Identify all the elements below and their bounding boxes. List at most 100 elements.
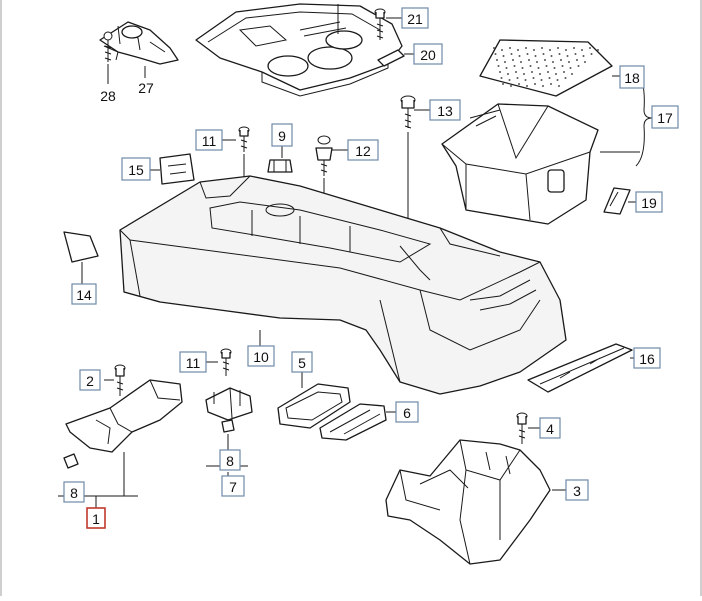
- callout-10[interactable]: 10: [247, 345, 275, 367]
- mat-texture-dot: [539, 73, 541, 75]
- mat-texture-dot: [563, 71, 565, 73]
- mat-texture-dot: [526, 85, 528, 87]
- shifter-bracket-part-27: [99, 21, 179, 65]
- callout-box[interactable]: [291, 351, 313, 373]
- callout-box[interactable]: [121, 157, 151, 181]
- callout-18[interactable]: 18: [619, 65, 645, 89]
- callout-box[interactable]: [413, 43, 443, 65]
- callout-box[interactable]: [347, 139, 379, 161]
- console-housing-part-10: [119, 175, 567, 395]
- callout-15[interactable]: 15: [121, 157, 151, 181]
- mat-texture-dot: [557, 47, 559, 49]
- mat-texture-dot: [508, 79, 511, 81]
- callout-box[interactable]: [219, 449, 241, 471]
- callout-20[interactable]: 20: [413, 43, 443, 65]
- mat-texture-dot: [518, 83, 520, 85]
- callout-box[interactable]: [63, 481, 85, 503]
- callout-1[interactable]: 1: [86, 507, 106, 529]
- callout-box[interactable]: [71, 283, 97, 305]
- callout-box[interactable]: [195, 129, 223, 151]
- callout-2[interactable]: 2: [79, 369, 101, 391]
- callout-3[interactable]: 3: [565, 479, 589, 501]
- mat-texture-dot: [548, 77, 551, 79]
- callout-12[interactable]: 12: [347, 139, 379, 161]
- mat-texture-dot: [502, 55, 505, 57]
- callout-21[interactable]: 21: [401, 7, 429, 29]
- callout-box[interactable]: [401, 7, 429, 29]
- callout-19[interactable]: 19: [635, 191, 663, 213]
- callout-number: 8: [226, 453, 234, 469]
- callout-8-b[interactable]: 8: [219, 449, 241, 471]
- mat-texture-dot: [571, 73, 573, 75]
- callout-number: 11: [202, 133, 217, 149]
- callout-number: 8: [70, 485, 78, 501]
- mat-texture-dot: [537, 67, 540, 69]
- mat-texture-dot: [528, 59, 530, 61]
- mat-texture-dot: [513, 65, 516, 67]
- mat-texture-dot: [520, 61, 522, 63]
- callout-17[interactable]: 17: [651, 105, 679, 129]
- trim-clip-part-20: [377, 49, 405, 67]
- mat-texture-dot: [549, 49, 551, 51]
- callout-number: 5: [298, 355, 306, 371]
- callout-box[interactable]: [539, 417, 561, 439]
- callout-6[interactable]: 6: [395, 401, 419, 423]
- part-label-27: 27: [138, 80, 154, 96]
- callout-box[interactable]: [221, 475, 245, 497]
- mat-texture-dot: [560, 59, 562, 61]
- callout-box[interactable]: [635, 191, 663, 213]
- callout-box[interactable]: [247, 345, 275, 367]
- callout-box[interactable]: [565, 479, 589, 501]
- mat-texture-dot: [509, 47, 511, 49]
- callout-box[interactable]: [86, 507, 106, 529]
- callout-8-a[interactable]: 8: [63, 481, 85, 503]
- callout-box[interactable]: [429, 99, 461, 121]
- callout-9[interactable]: 9: [271, 123, 293, 147]
- callout-number: 6: [403, 405, 411, 421]
- storage-mat-part-18: [479, 39, 613, 97]
- callout-number: 9: [278, 128, 286, 144]
- callout-number: 7: [229, 479, 237, 495]
- mounting-bracket-part-7: [205, 387, 253, 421]
- callout-box[interactable]: [619, 65, 645, 89]
- side-trim-part-16: [527, 343, 633, 393]
- callout-number: 12: [355, 143, 371, 159]
- mat-texture-dot: [574, 53, 577, 55]
- mat-texture-dot: [584, 61, 586, 63]
- callout-box[interactable]: [395, 401, 419, 423]
- callout-box[interactable]: [179, 351, 207, 373]
- mat-texture-dot: [576, 59, 578, 61]
- callout-11-a[interactable]: 11: [195, 129, 223, 151]
- callout-14[interactable]: 14: [71, 283, 97, 305]
- mat-texture-dot: [504, 61, 506, 63]
- mat-texture-dot: [510, 53, 513, 55]
- mat-texture-dot: [558, 53, 561, 55]
- mat-texture-dot: [597, 49, 599, 51]
- callout-7[interactable]: 7: [221, 475, 245, 497]
- callout-number: 3: [573, 483, 581, 499]
- mat-texture-dot: [516, 77, 519, 79]
- screw-part-21: [374, 8, 386, 40]
- callout-13[interactable]: 13: [429, 99, 461, 121]
- callout-box[interactable]: [271, 123, 293, 147]
- nut-part-8-left: [63, 453, 79, 469]
- mat-texture-dot: [496, 59, 498, 61]
- callout-16[interactable]: 16: [633, 347, 661, 369]
- mat-texture-dot: [525, 47, 527, 49]
- callout-number: 10: [253, 349, 269, 365]
- mat-texture-dot: [521, 67, 524, 69]
- callout-4[interactable]: 4: [539, 417, 561, 439]
- end-cover-part-14: [63, 231, 99, 263]
- callout-box[interactable]: [79, 369, 101, 391]
- callout-5[interactable]: 5: [291, 351, 313, 373]
- callout-box[interactable]: [633, 347, 661, 369]
- mat-texture-dot: [541, 47, 543, 49]
- mat-texture-dot: [582, 55, 585, 57]
- mat-texture-dot: [505, 67, 508, 69]
- callout-11-b[interactable]: 11: [179, 351, 207, 373]
- callout-box[interactable]: [651, 105, 679, 129]
- frame-edge-left: [0, 0, 2, 596]
- mat-texture-dot: [564, 77, 567, 79]
